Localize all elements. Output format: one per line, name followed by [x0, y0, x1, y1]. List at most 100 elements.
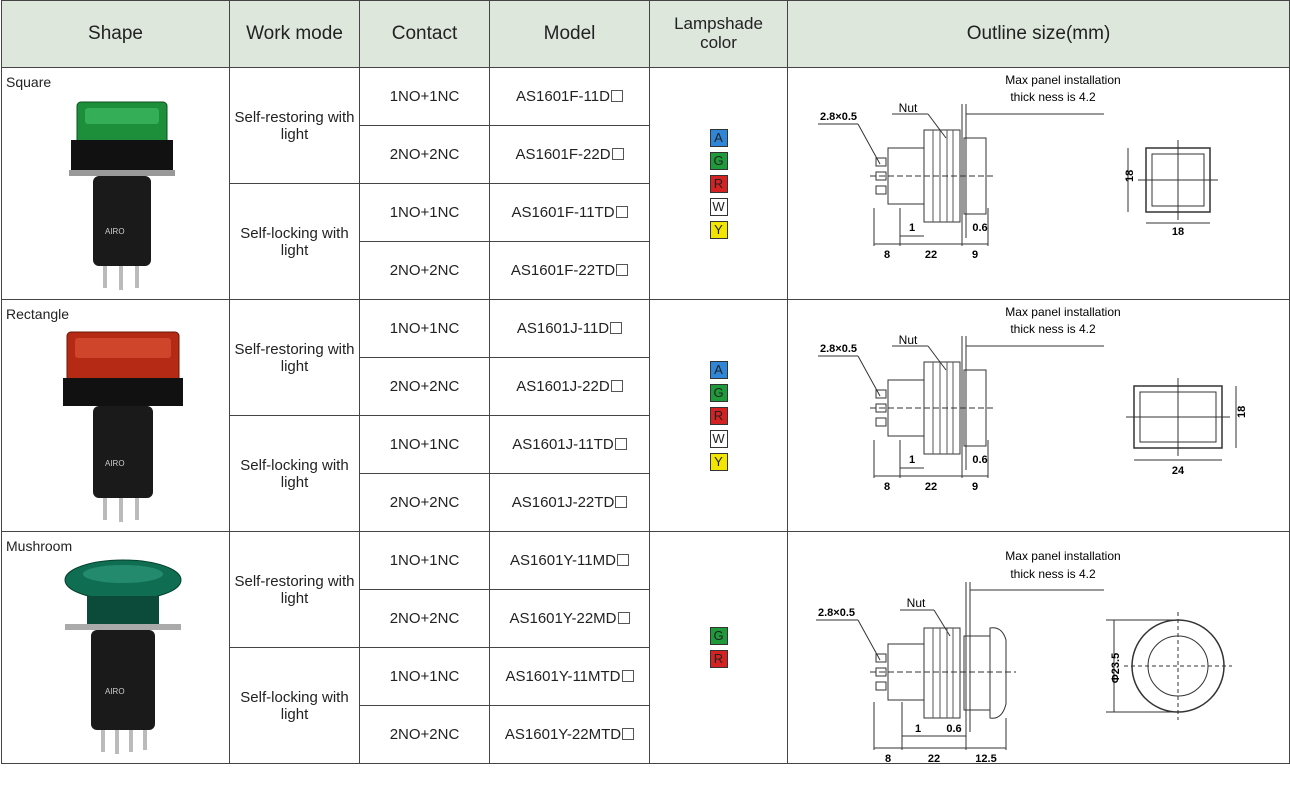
contact-cell: 1NO+1NC — [359, 415, 490, 474]
model-cell: AS1601Y-22MTD — [489, 705, 650, 764]
work-mode-cell: Self-restoring with light — [229, 531, 360, 648]
shape-label: Square — [6, 74, 52, 90]
rectangle-button-image: AIRO — [63, 331, 183, 522]
dim-9: 9 — [972, 249, 978, 261]
contact-cell: 2NO+2NC — [359, 473, 490, 532]
work-mode-cell: Self-locking with light — [229, 647, 360, 764]
panel-note-line-1: Max panel installation — [1005, 73, 1120, 87]
table-row: Square AIRO Self-restoring with light 1N… — [1, 67, 1290, 300]
contact-cell: 1NO+1NC — [359, 647, 490, 706]
option-box-icon — [611, 148, 624, 160]
work-mode-cell: Self-restoring with light — [229, 299, 360, 416]
dim-22: 22 — [925, 481, 937, 493]
product-spec-table: Shape Work mode Contact Model Lampshade … — [1, 0, 1290, 765]
option-box-icon — [617, 612, 630, 624]
contact-cell: 1NO+1NC — [359, 183, 490, 242]
outline-svg: Max panel installation thick ness is 4.2… — [818, 305, 1248, 493]
table-row: Rectangle AIRO Self-restoring with light… — [1, 299, 1290, 532]
color-box-y: Y — [709, 220, 728, 239]
model-text: AS1601Y-22MD — [509, 610, 617, 627]
lampshade-color-cell: A G R W Y — [649, 67, 788, 300]
table-row: Mushroom AIRO Self-restoring with light … — [1, 531, 1290, 765]
model-cell: AS1601F-11D — [489, 67, 650, 126]
table-row: Self-locking with light 1NO+1NC AS1601Y-… — [2, 647, 1290, 764]
model-text: AS1601Y-22MTD — [504, 726, 622, 743]
header-shape: Shape — [1, 0, 230, 68]
contact-cell: 1NO+1NC — [359, 299, 490, 358]
header-work-mode: Work mode — [229, 0, 360, 68]
header-contact: Contact — [359, 0, 490, 68]
model-text: AS1601Y-11MD — [510, 552, 616, 569]
dim-22: 22 — [928, 753, 940, 765]
dim-22: 22 — [925, 249, 937, 261]
model-text: AS1601F-11TD — [511, 204, 615, 221]
nut-label: Nut — [899, 333, 918, 347]
model-text: AS1601Y-11MTD — [505, 668, 621, 685]
work-mode-cell: Self-locking with light — [229, 183, 360, 300]
svg-text:AIRO: AIRO — [105, 687, 125, 696]
header-row: Shape Work mode Contact Model Lampshade … — [1, 0, 1290, 68]
model-cell: AS1601J-11TD — [489, 415, 650, 474]
model-cell: AS1601J-22TD — [489, 473, 650, 532]
table-row: Self-locking with light 1NO+1NC AS1601F-… — [2, 183, 1290, 300]
dim-0-6: 0.6 — [972, 222, 987, 234]
outline-drawing-mushroom: Max panel installation thick ness is 4.2… — [787, 531, 1290, 765]
contact-cell: 1NO+1NC — [359, 67, 490, 126]
color-box-g: G — [709, 383, 728, 402]
header-outline-size: Outline size(mm) — [787, 0, 1290, 68]
outline-svg: Max panel installation thick ness is 4.2… — [816, 549, 1232, 765]
pin-label: 2.8×0.5 — [820, 343, 857, 355]
front-height: 18 — [1236, 406, 1248, 418]
option-box-icon — [610, 322, 623, 334]
dim-1: 1 — [909, 454, 915, 466]
pin-label: 2.8×0.5 — [820, 111, 857, 123]
nut-label: Nut — [907, 596, 926, 610]
dim-9: 9 — [972, 481, 978, 493]
work-mode-cell: Self-locking with light — [229, 415, 360, 532]
model-cell: AS1601J-22D — [489, 357, 650, 416]
dim-1: 1 — [909, 222, 915, 234]
header-model: Model — [489, 0, 650, 68]
contact-cell: 2NO+2NC — [359, 241, 490, 300]
model-cell: AS1601J-11D — [489, 299, 650, 358]
dim-8: 8 — [885, 753, 891, 765]
dim-0-6: 0.6 — [972, 454, 987, 466]
contact-cell: 2NO+2NC — [359, 705, 490, 764]
nut-label: Nut — [899, 101, 918, 115]
option-box-icon — [622, 728, 635, 740]
pin-label: 2.8×0.5 — [818, 607, 855, 619]
model-cell: AS1601F-11TD — [489, 183, 650, 242]
option-box-icon — [616, 264, 629, 276]
color-box-a: A — [709, 360, 728, 379]
dim-12-5: 12.5 — [975, 753, 996, 765]
table-row: 2NO+2NC AS1601Y-22MTD — [2, 705, 1290, 764]
shape-cell-rectangle: Rectangle AIRO — [1, 299, 230, 532]
color-box-r: R — [709, 174, 728, 193]
option-box-icon — [610, 380, 623, 392]
svg-text:AIRO: AIRO — [105, 227, 125, 236]
model-cell: AS1601Y-11MD — [489, 531, 650, 590]
option-box-icon — [616, 554, 629, 566]
shape-label: Rectangle — [6, 306, 70, 322]
dim-0-6: 0.6 — [946, 723, 961, 735]
model-cell: AS1601Y-11MTD — [489, 647, 650, 706]
contact-cell: 2NO+2NC — [359, 589, 490, 648]
color-box-g: G — [709, 627, 728, 645]
model-text: AS1601F-22D — [515, 146, 611, 163]
model-cell: AS1601F-22TD — [489, 241, 650, 300]
model-text: AS1601J-11TD — [512, 436, 614, 453]
option-box-icon — [615, 206, 628, 218]
dim-8: 8 — [884, 249, 890, 261]
front-width: 24 — [1172, 465, 1185, 477]
panel-note-line-2: thick ness is 4.2 — [1010, 567, 1096, 581]
shape-cell-mushroom: Mushroom AIRO — [1, 531, 230, 764]
outline-drawing-rectangle: Max panel installation thick ness is 4.2… — [787, 299, 1290, 532]
header-lampshade-color: Lampshade color — [649, 0, 788, 68]
front-width: 18 — [1172, 226, 1184, 238]
front-height: 18 — [1124, 170, 1136, 182]
color-box-a: A — [709, 128, 728, 147]
lampshade-color-cell: G R — [649, 531, 788, 764]
outline-drawing-square: Max panel installation thick ness is 4.2… — [787, 67, 1290, 300]
contact-cell: 2NO+2NC — [359, 357, 490, 416]
model-text: AS1601F-11D — [516, 88, 610, 105]
